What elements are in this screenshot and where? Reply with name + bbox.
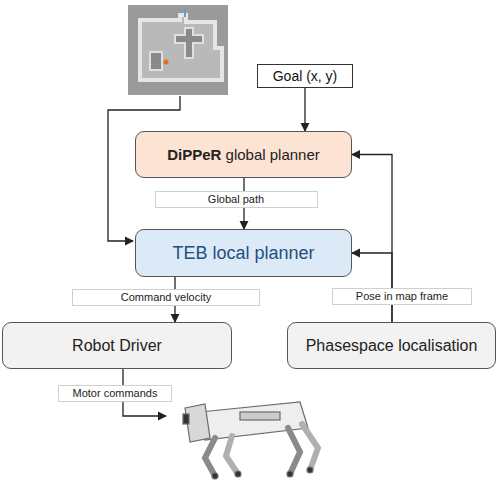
input-box: Goal (x, y) xyxy=(257,64,353,88)
process-box: Phasespace localisation xyxy=(287,322,496,369)
signal-label: Motor commands xyxy=(58,385,172,402)
map-image xyxy=(128,5,228,95)
node-label: Robot Driver xyxy=(72,337,162,355)
node-label: Phasespace localisation xyxy=(306,337,478,355)
connector xyxy=(304,88,305,131)
edge-label: Global path xyxy=(155,191,318,208)
edge-label: Pose in map frame xyxy=(332,288,472,305)
edge-label: Command velocity xyxy=(72,289,260,306)
robot-dog xyxy=(183,402,318,479)
process-box: DiPPeR global planner xyxy=(135,131,352,178)
process-box: Robot Driver xyxy=(2,322,232,369)
node-label: DiPPeR global planner xyxy=(167,146,320,163)
process-box: TEB local planner xyxy=(135,229,352,277)
node-label: TEB local planner xyxy=(172,243,314,264)
node-label: Goal (x, y) xyxy=(273,68,338,84)
